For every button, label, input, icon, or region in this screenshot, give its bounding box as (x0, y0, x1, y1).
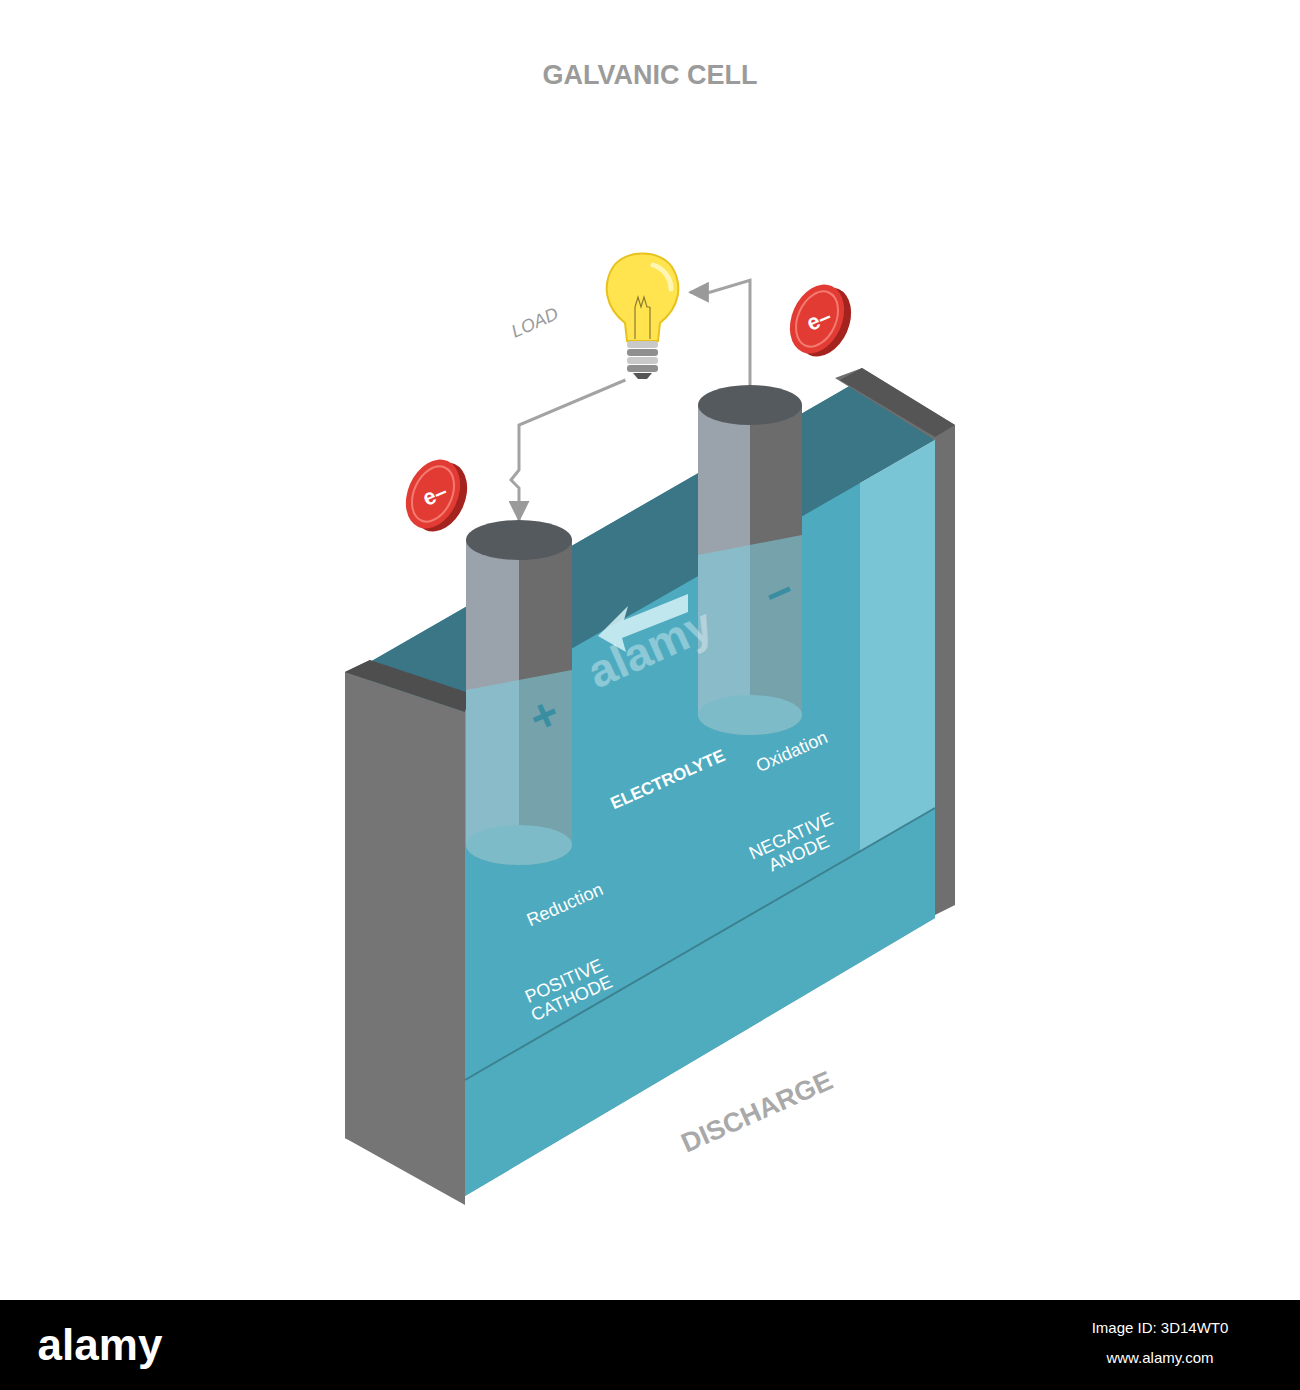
load-bulb: LOAD (595, 245, 690, 380)
electrolyte-tank: +–ELECTROLYTE (340, 365, 960, 1210)
circuit-wire (511, 380, 625, 520)
diagram-title: GALVANIC CELL (500, 60, 800, 91)
cathode-electrode-outline (466, 520, 572, 865)
anode-electrode: – (698, 385, 802, 735)
watermark: alamy (10, 1322, 190, 1368)
anode-electrode-outline (698, 385, 802, 735)
watermark: Image ID: 3D14WT0 (1060, 1320, 1260, 1336)
watermark: www.alamy.com (1060, 1350, 1260, 1366)
cathode-electrode: + (466, 520, 572, 865)
load-label: LOAD (508, 303, 561, 342)
electron-disc: e– (404, 455, 466, 535)
circuit-wire (690, 280, 750, 385)
watermark-bar (0, 1300, 1300, 1390)
load-bulb-outline (595, 245, 690, 380)
electron-disc: e– (788, 280, 850, 360)
